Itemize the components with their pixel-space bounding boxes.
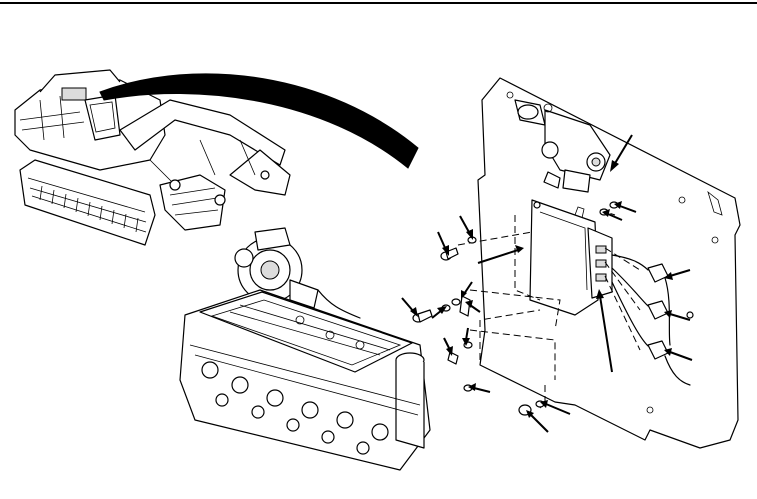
engine-side-ports: [201, 361, 389, 455]
callout-module-upper-washer-left[interactable]: [459, 215, 473, 240]
callout-module-lower-bolt-b[interactable]: [465, 300, 481, 313]
callout-module-lower-bolt-d[interactable]: [443, 337, 453, 356]
callout-ecm-module[interactable]: [477, 245, 524, 264]
engine-assembly: [179, 227, 431, 471]
callout-bottom-washer[interactable]: [468, 383, 491, 393]
valve-cover: [199, 291, 413, 373]
callout-module-upper-washer-right[interactable]: [602, 209, 623, 221]
callout-bottom-bolt-right[interactable]: [540, 400, 571, 415]
callout-module-upper-bolt-right[interactable]: [614, 201, 637, 213]
callout-module-lower-washer-b[interactable]: [461, 281, 473, 299]
callout-connector-top[interactable]: [664, 269, 691, 280]
valve-block: [514, 99, 611, 193]
bolt-upper-left: [440, 247, 459, 261]
track-links: [39, 185, 139, 233]
callout-connector-bottom[interactable]: [664, 348, 693, 361]
header-rule: [0, 2, 757, 4]
callout-arrows: [401, 134, 693, 433]
callout-module-lower-washer-a[interactable]: [431, 306, 447, 319]
locator-sweep: [99, 73, 419, 169]
callout-connector-middle[interactable]: [664, 310, 691, 321]
callout-regulator-valve[interactable]: [610, 134, 633, 172]
turbocharger-inlet: [234, 248, 254, 268]
excavator-locator: [14, 69, 419, 246]
callout-module-lower-bolt-left[interactable]: [401, 297, 418, 317]
excavator-track: [19, 159, 156, 246]
callout-bottom-bolt-left[interactable]: [526, 410, 549, 433]
bolt-lower-left: [412, 309, 433, 323]
callout-module-lower-bolt-c[interactable]: [462, 327, 470, 346]
excavator-boom: [119, 99, 286, 166]
excavator-hood-grille: [61, 87, 87, 101]
excavator-engine-hood: [39, 69, 121, 93]
excavator-arm: [229, 149, 291, 196]
callout-module-upper-bolt-left[interactable]: [437, 231, 449, 256]
callout-harness-bracket[interactable]: [596, 289, 613, 373]
ecm-module-graphic: [529, 199, 613, 316]
